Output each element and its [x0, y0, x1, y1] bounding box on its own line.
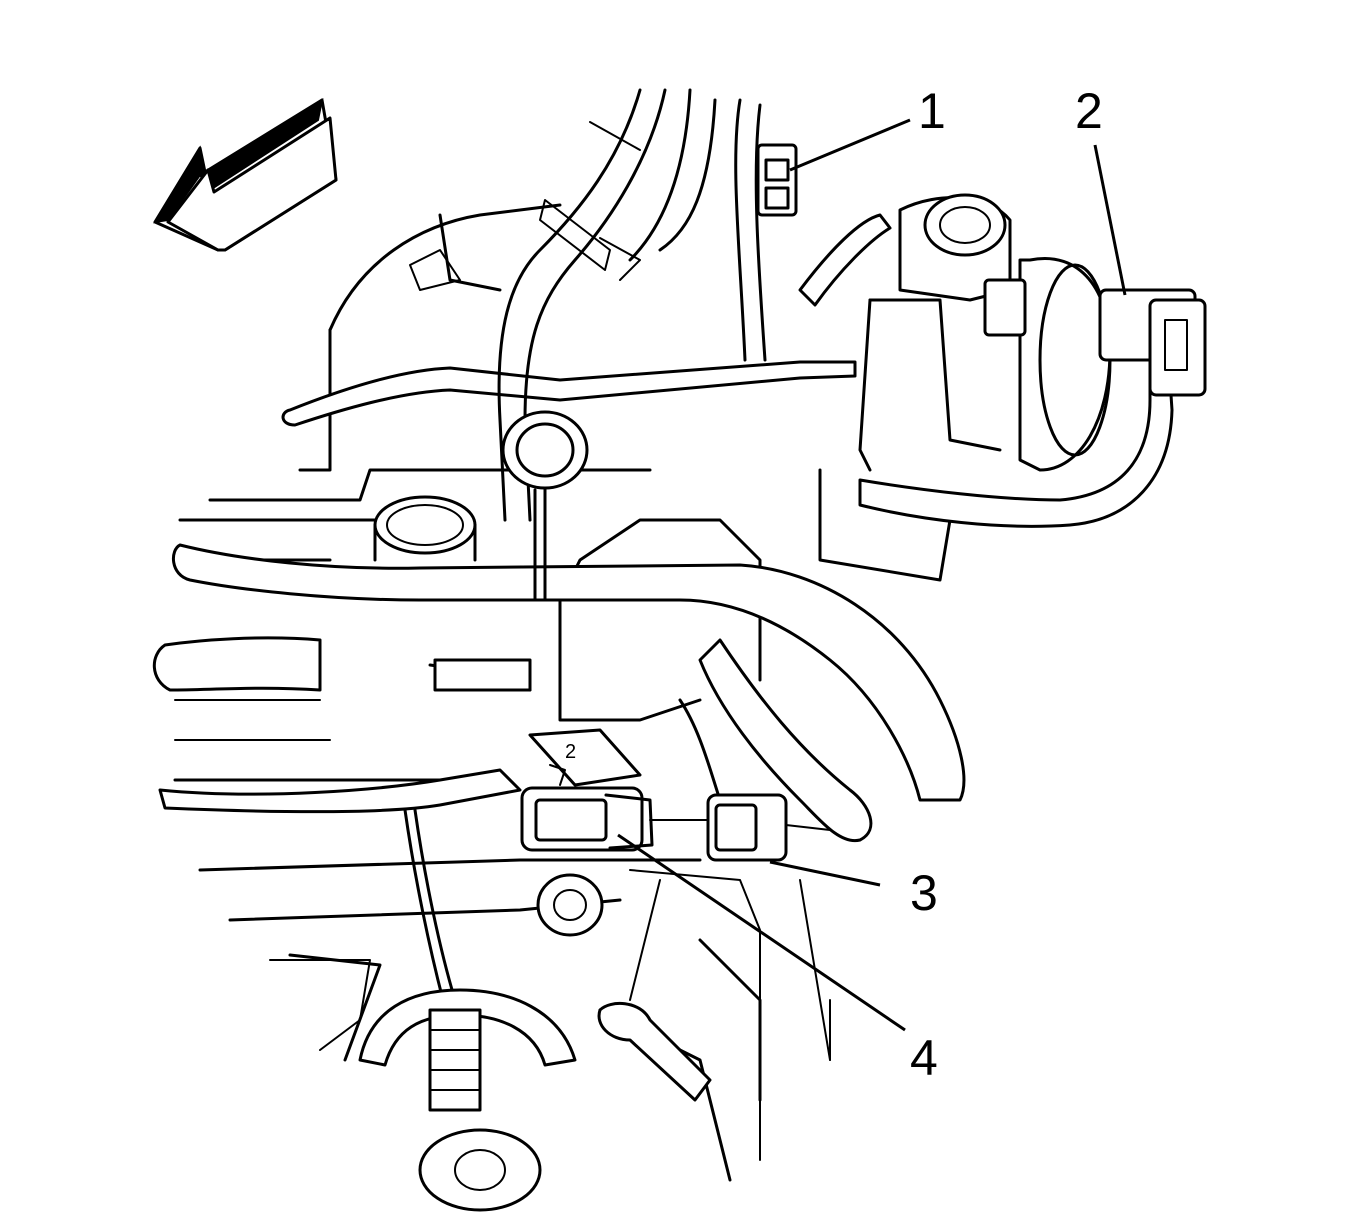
lower-harness — [158, 638, 873, 1002]
direction-arrow-icon — [153, 97, 338, 252]
connector-4 — [520, 786, 654, 852]
leader-line-2 — [1093, 144, 1127, 296]
callout-2: 2 — [1075, 83, 1103, 139]
connector-1 — [756, 143, 798, 217]
lower-mount — [358, 873, 712, 1212]
dipstick-ring — [501, 410, 589, 602]
callouts: 1 2 3 4 — [910, 83, 1103, 1086]
callout-1: 1 — [918, 83, 946, 139]
upper-harness — [497, 88, 767, 522]
connector-3 — [649, 793, 831, 862]
connector-2 — [983, 278, 1207, 397]
oil-filler-neck — [373, 495, 477, 562]
leader-line-3 — [769, 860, 881, 887]
leader-lines — [617, 118, 1127, 1032]
leader-line-4 — [617, 833, 906, 1032]
bracket: 2 — [528, 728, 642, 787]
leader-line-1 — [789, 118, 911, 172]
upper-tube — [281, 360, 857, 427]
coolant-hose — [152, 543, 966, 802]
callout-4: 4 — [910, 1030, 938, 1086]
part-marking: 2 — [565, 741, 576, 763]
callout-3: 3 — [910, 865, 938, 921]
